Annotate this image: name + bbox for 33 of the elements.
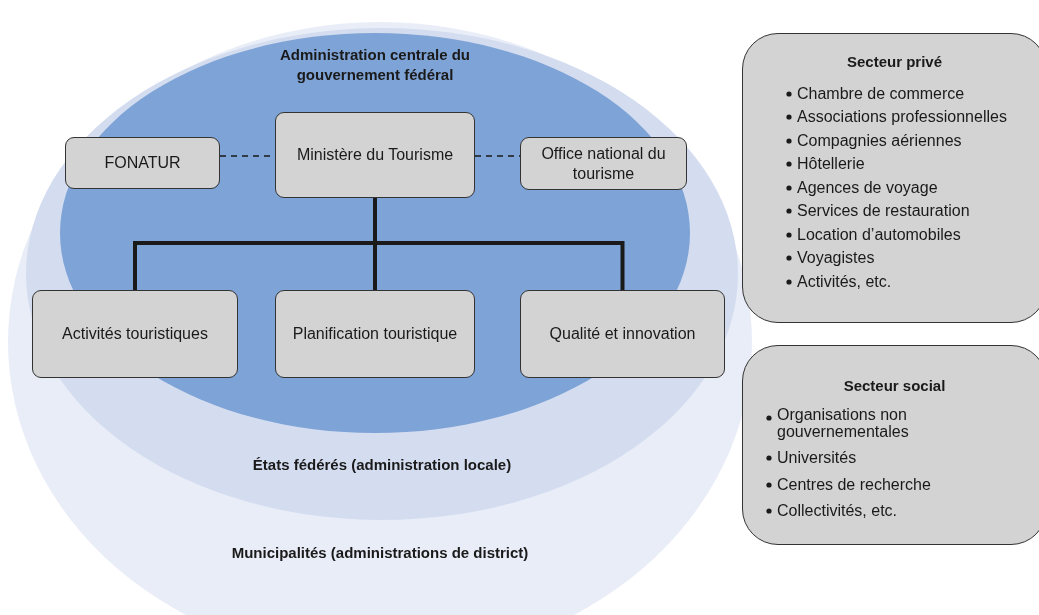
box-label: Office national du tourisme [541, 143, 666, 184]
region-title: Administration centrale du gouvernement fédéral [279, 45, 471, 85]
box-label: Planification touristique [292, 324, 458, 344]
list-item: Collectivités, etc. [777, 502, 898, 519]
list-item: Location d’automobiles [797, 224, 961, 245]
list-item: Voyagistes [797, 248, 875, 268]
org-box [32, 290, 238, 378]
sector-card [742, 33, 1039, 323]
sector-heading: Secteur social [842, 376, 947, 396]
list-item: Hôtellerie [797, 154, 865, 174]
box-label: Activités touristiques [62, 324, 208, 344]
list-item: Associations professionnelles [797, 107, 1007, 127]
sector-card [742, 345, 1039, 545]
sector-heading: Secteur privé [845, 52, 943, 72]
box-label: FONATUR [104, 153, 181, 173]
list-item: Services de restauration [797, 201, 970, 221]
list-item: Organisations non gouvernementales [777, 405, 910, 440]
list-item: Compagnies aériennes [797, 130, 962, 151]
org-box [275, 290, 475, 378]
org-box [65, 137, 220, 189]
box-label: Ministère du Tourisme [296, 145, 454, 165]
region-title: États fédérés (administration locale) [251, 455, 513, 475]
org-box [520, 290, 725, 378]
dashed-connector [474, 155, 521, 157]
list-item: Agences de voyage [797, 177, 938, 198]
list-item: Chambre de commerce [797, 83, 965, 104]
list-item: Universités [777, 449, 857, 466]
list-item: Centres de recherche [777, 475, 931, 493]
org-box [275, 112, 475, 198]
box-label: Qualité et innovation [549, 324, 696, 344]
list-item: Activités, etc. [797, 271, 892, 292]
region-title: Municipalités (administrations de district) [230, 543, 530, 563]
org-box [520, 137, 687, 190]
